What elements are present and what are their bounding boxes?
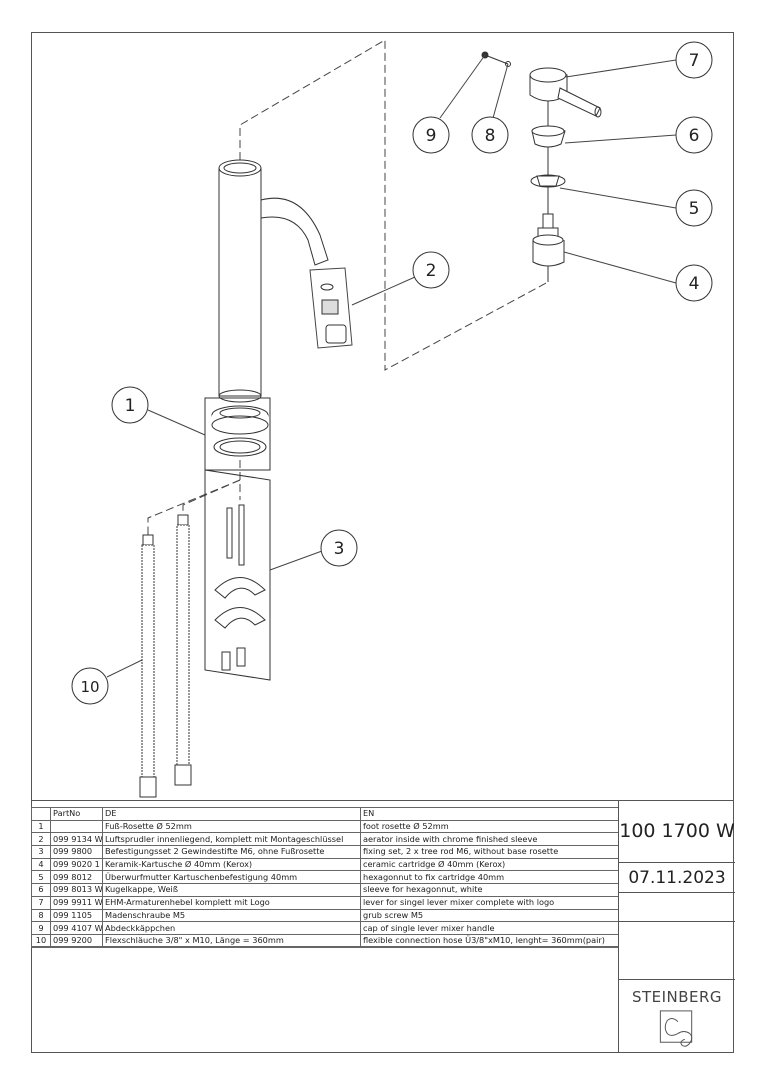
svg-text:8: 8 xyxy=(485,126,496,146)
header-en: EN xyxy=(360,807,619,821)
cell-de: Luftsprudler innenliegend, komplett mit … xyxy=(102,832,361,847)
leader-lines xyxy=(106,54,677,678)
handle-parts xyxy=(481,51,602,282)
cell-num: 7 xyxy=(31,895,51,910)
cell-de: Kugelkappe, Weiß xyxy=(102,883,361,897)
cell-num: 6 xyxy=(31,883,51,897)
cell-part-no: 099 9800 xyxy=(50,845,103,859)
cell-num: 1 xyxy=(31,819,51,834)
cell-en: grub screw M5 xyxy=(360,908,619,923)
rosette-parts xyxy=(204,397,271,471)
brand-logo-icon xyxy=(659,1010,693,1047)
cell-de: Fuß-Rosette Ø 52mm xyxy=(102,819,361,834)
drawing-frame xyxy=(31,32,734,1053)
brand-logo: STEINBERG xyxy=(619,980,735,1053)
callout-7: 7 xyxy=(675,41,713,79)
cell-num: 4 xyxy=(31,857,51,872)
callout-9: 9 xyxy=(412,116,450,154)
callout-2: 2 xyxy=(412,251,450,289)
cell-de: Überwurfmutter Kartuschenbefestigung 40m… xyxy=(102,870,361,885)
cell-en: hexagonnut to fix cartridge 40mm xyxy=(360,870,619,885)
cell-part-no xyxy=(50,819,103,834)
cell-part-no: 099 8013 W xyxy=(50,883,103,897)
aerator-parts xyxy=(309,267,353,349)
callout-5: 5 xyxy=(675,189,713,227)
svg-text:9: 9 xyxy=(426,126,437,146)
cell-de: Madenschraube M5 xyxy=(102,908,361,923)
faucet-body xyxy=(218,159,329,403)
cell-en: lever for singel lever mixer complete wi… xyxy=(360,895,619,910)
cell-num: 5 xyxy=(31,870,51,885)
svg-text:4: 4 xyxy=(689,274,700,294)
svg-text:7: 7 xyxy=(689,51,700,71)
cell-part-no: 099 9020 1 xyxy=(50,857,103,872)
brand-name: STEINBERG xyxy=(631,988,723,1006)
cell-part-no: 099 9134 W xyxy=(50,832,103,847)
cell-en: cap of single lever mixer handle xyxy=(360,921,619,935)
title-block: 100 1700 W 07.11.2023 STEINBERG xyxy=(618,800,735,1053)
header-part-no: PartNo xyxy=(50,807,103,821)
cell-en: foot rosette Ø 52mm xyxy=(360,819,619,834)
cell-num: 9 xyxy=(31,921,51,935)
header-num xyxy=(31,807,51,821)
empty-cell xyxy=(619,922,735,980)
header-de: DE xyxy=(102,807,361,821)
callout-6: 6 xyxy=(675,116,713,154)
callout-3: 3 xyxy=(320,529,358,567)
svg-text:6: 6 xyxy=(689,126,700,146)
cell-part-no: 099 4107 W xyxy=(50,921,103,935)
callout-10: 10 xyxy=(71,667,109,705)
svg-text:2: 2 xyxy=(426,261,437,281)
callout-8: 8 xyxy=(471,116,509,154)
exploded-view-drawing: 1 2 3 4 5 6 7 8 9 10 xyxy=(71,39,713,798)
cell-de: Keramik-Kartusche Ø 40mm (Kerox) xyxy=(102,857,361,872)
table-separator xyxy=(31,800,734,801)
svg-text:1: 1 xyxy=(125,396,136,416)
table-header-row: PartNo DE EN xyxy=(31,807,619,821)
cell-en: ceramic cartridge Ø 40mm (Kerox) xyxy=(360,857,619,872)
svg-text:3: 3 xyxy=(334,539,345,559)
callout-4: 4 xyxy=(675,264,713,302)
drawing-date: 07.11.2023 xyxy=(619,863,735,893)
cell-de: Befestigungsset 2 Gewindestifte M6, ohne… xyxy=(102,845,361,859)
cell-part-no: 099 1105 xyxy=(50,908,103,923)
cell-part-no: 099 9911 W xyxy=(50,895,103,910)
empty-cell xyxy=(619,893,735,922)
notes-area xyxy=(31,946,618,1053)
cell-num: 2 xyxy=(31,832,51,847)
article-number: 100 1700 W xyxy=(619,800,735,863)
cell-num: 8 xyxy=(31,908,51,923)
cell-num: 3 xyxy=(31,845,51,859)
svg-text:10: 10 xyxy=(80,678,99,696)
cell-de: EHM-Armaturenhebel komplett mit Logo xyxy=(102,895,361,910)
fixing-set-parts xyxy=(204,469,271,681)
cell-en: aerator inside with chrome finished slee… xyxy=(360,832,619,847)
flexible-hoses xyxy=(139,514,192,798)
svg-text:5: 5 xyxy=(689,199,700,219)
assembly-dashed-lines xyxy=(147,39,549,535)
cell-de: Abdeckkäppchen xyxy=(102,921,361,935)
callout-1: 1 xyxy=(111,386,149,424)
cell-part-no: 099 8012 xyxy=(50,870,103,885)
cell-en: sleeve for hexagonnut, white xyxy=(360,883,619,897)
cell-en: fixing set, 2 x tree rod M6, without bas… xyxy=(360,845,619,859)
